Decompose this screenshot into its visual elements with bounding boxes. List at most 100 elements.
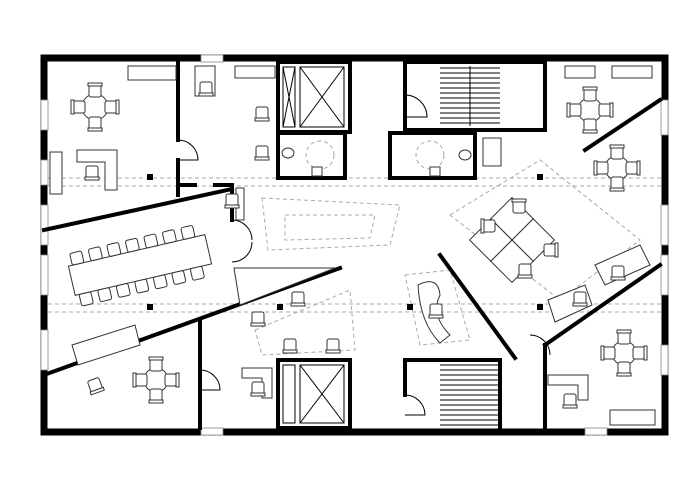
chair <box>254 106 270 122</box>
chair-back <box>582 129 598 134</box>
chair-back <box>600 345 605 361</box>
chair-seat <box>568 103 582 117</box>
chair-back <box>325 349 341 354</box>
chair-seat <box>190 266 205 281</box>
chair <box>480 218 496 234</box>
chair <box>609 176 625 192</box>
chair-seat <box>617 331 631 345</box>
chair <box>582 118 598 134</box>
chair-back <box>554 242 559 258</box>
chair-seat <box>617 361 631 375</box>
chair-back <box>593 160 598 176</box>
chair-back <box>610 276 626 281</box>
chair <box>428 303 444 319</box>
chair-back <box>282 349 298 354</box>
chair-seat <box>104 100 118 114</box>
chair-seat <box>482 219 496 233</box>
chair <box>87 82 103 98</box>
chair-seat <box>115 283 131 298</box>
chair-seat <box>106 242 122 257</box>
chair-seat <box>429 303 443 317</box>
chair-seat <box>326 338 340 352</box>
chair-back <box>254 117 270 122</box>
chair-seat <box>88 246 103 262</box>
chair-seat <box>134 278 150 294</box>
chair-seat <box>85 165 99 179</box>
chair-back <box>87 127 103 132</box>
chair-seat <box>88 116 102 130</box>
chair-back <box>609 187 625 192</box>
chair <box>134 278 150 294</box>
chair-seat <box>595 161 609 175</box>
chair-back <box>428 314 444 319</box>
chair <box>180 225 196 240</box>
chair-back <box>250 322 266 327</box>
chair-back <box>115 99 120 115</box>
chair-seat <box>583 88 597 102</box>
chair-back <box>480 218 485 234</box>
chair-back <box>572 302 588 307</box>
elevator-core-top <box>276 60 352 134</box>
chair-back <box>148 356 164 361</box>
chair <box>562 393 578 409</box>
chair <box>543 242 559 258</box>
chair-seat <box>72 100 86 114</box>
chair-seat <box>255 145 269 159</box>
chair <box>593 160 609 176</box>
chair <box>78 291 94 307</box>
chair-back <box>87 82 103 87</box>
chair-back <box>84 176 100 181</box>
chair-seat <box>598 103 612 117</box>
chair <box>566 102 582 118</box>
chair-back <box>198 92 214 97</box>
chair <box>198 81 214 97</box>
chair-seat <box>251 311 265 325</box>
chair-seat <box>573 291 587 305</box>
chair-back <box>566 102 571 118</box>
chair <box>97 287 113 302</box>
chair-seat <box>251 381 265 395</box>
chair-seat <box>543 243 557 257</box>
chair-seat <box>632 346 646 360</box>
round-table <box>604 155 630 181</box>
chair-seat <box>255 106 269 120</box>
chair-seat <box>78 291 94 307</box>
structural-columns <box>147 174 543 310</box>
chair-back <box>254 156 270 161</box>
chair-seat <box>97 287 113 302</box>
chair-seat <box>153 274 168 290</box>
chair-back <box>290 302 306 307</box>
chair-seat <box>563 393 577 407</box>
chair <box>69 250 85 266</box>
chair <box>598 102 614 118</box>
chairs <box>70 81 648 409</box>
chair-back <box>132 372 137 388</box>
chair <box>572 291 588 307</box>
chair-seat <box>291 291 305 305</box>
chair <box>224 193 240 209</box>
chair-seat <box>143 233 159 249</box>
chair <box>164 372 180 388</box>
chair <box>625 160 641 176</box>
conference-table <box>67 225 213 307</box>
chair-back <box>636 160 641 176</box>
chair-seat <box>199 81 213 95</box>
chair <box>87 116 103 132</box>
chair <box>104 99 120 115</box>
chair-seat <box>512 200 526 214</box>
chair <box>582 86 598 102</box>
chair-seat <box>134 373 148 387</box>
chair <box>148 388 164 404</box>
chair-back <box>511 198 527 203</box>
chair <box>632 345 648 361</box>
chair-back <box>250 392 266 397</box>
chair <box>125 237 140 253</box>
chair <box>132 372 148 388</box>
chair <box>325 338 341 354</box>
chair-back <box>582 86 598 91</box>
chair <box>88 246 103 262</box>
chair-back <box>609 144 625 149</box>
stair-top <box>403 60 547 132</box>
restroom-left <box>276 131 347 180</box>
tables <box>67 93 637 393</box>
